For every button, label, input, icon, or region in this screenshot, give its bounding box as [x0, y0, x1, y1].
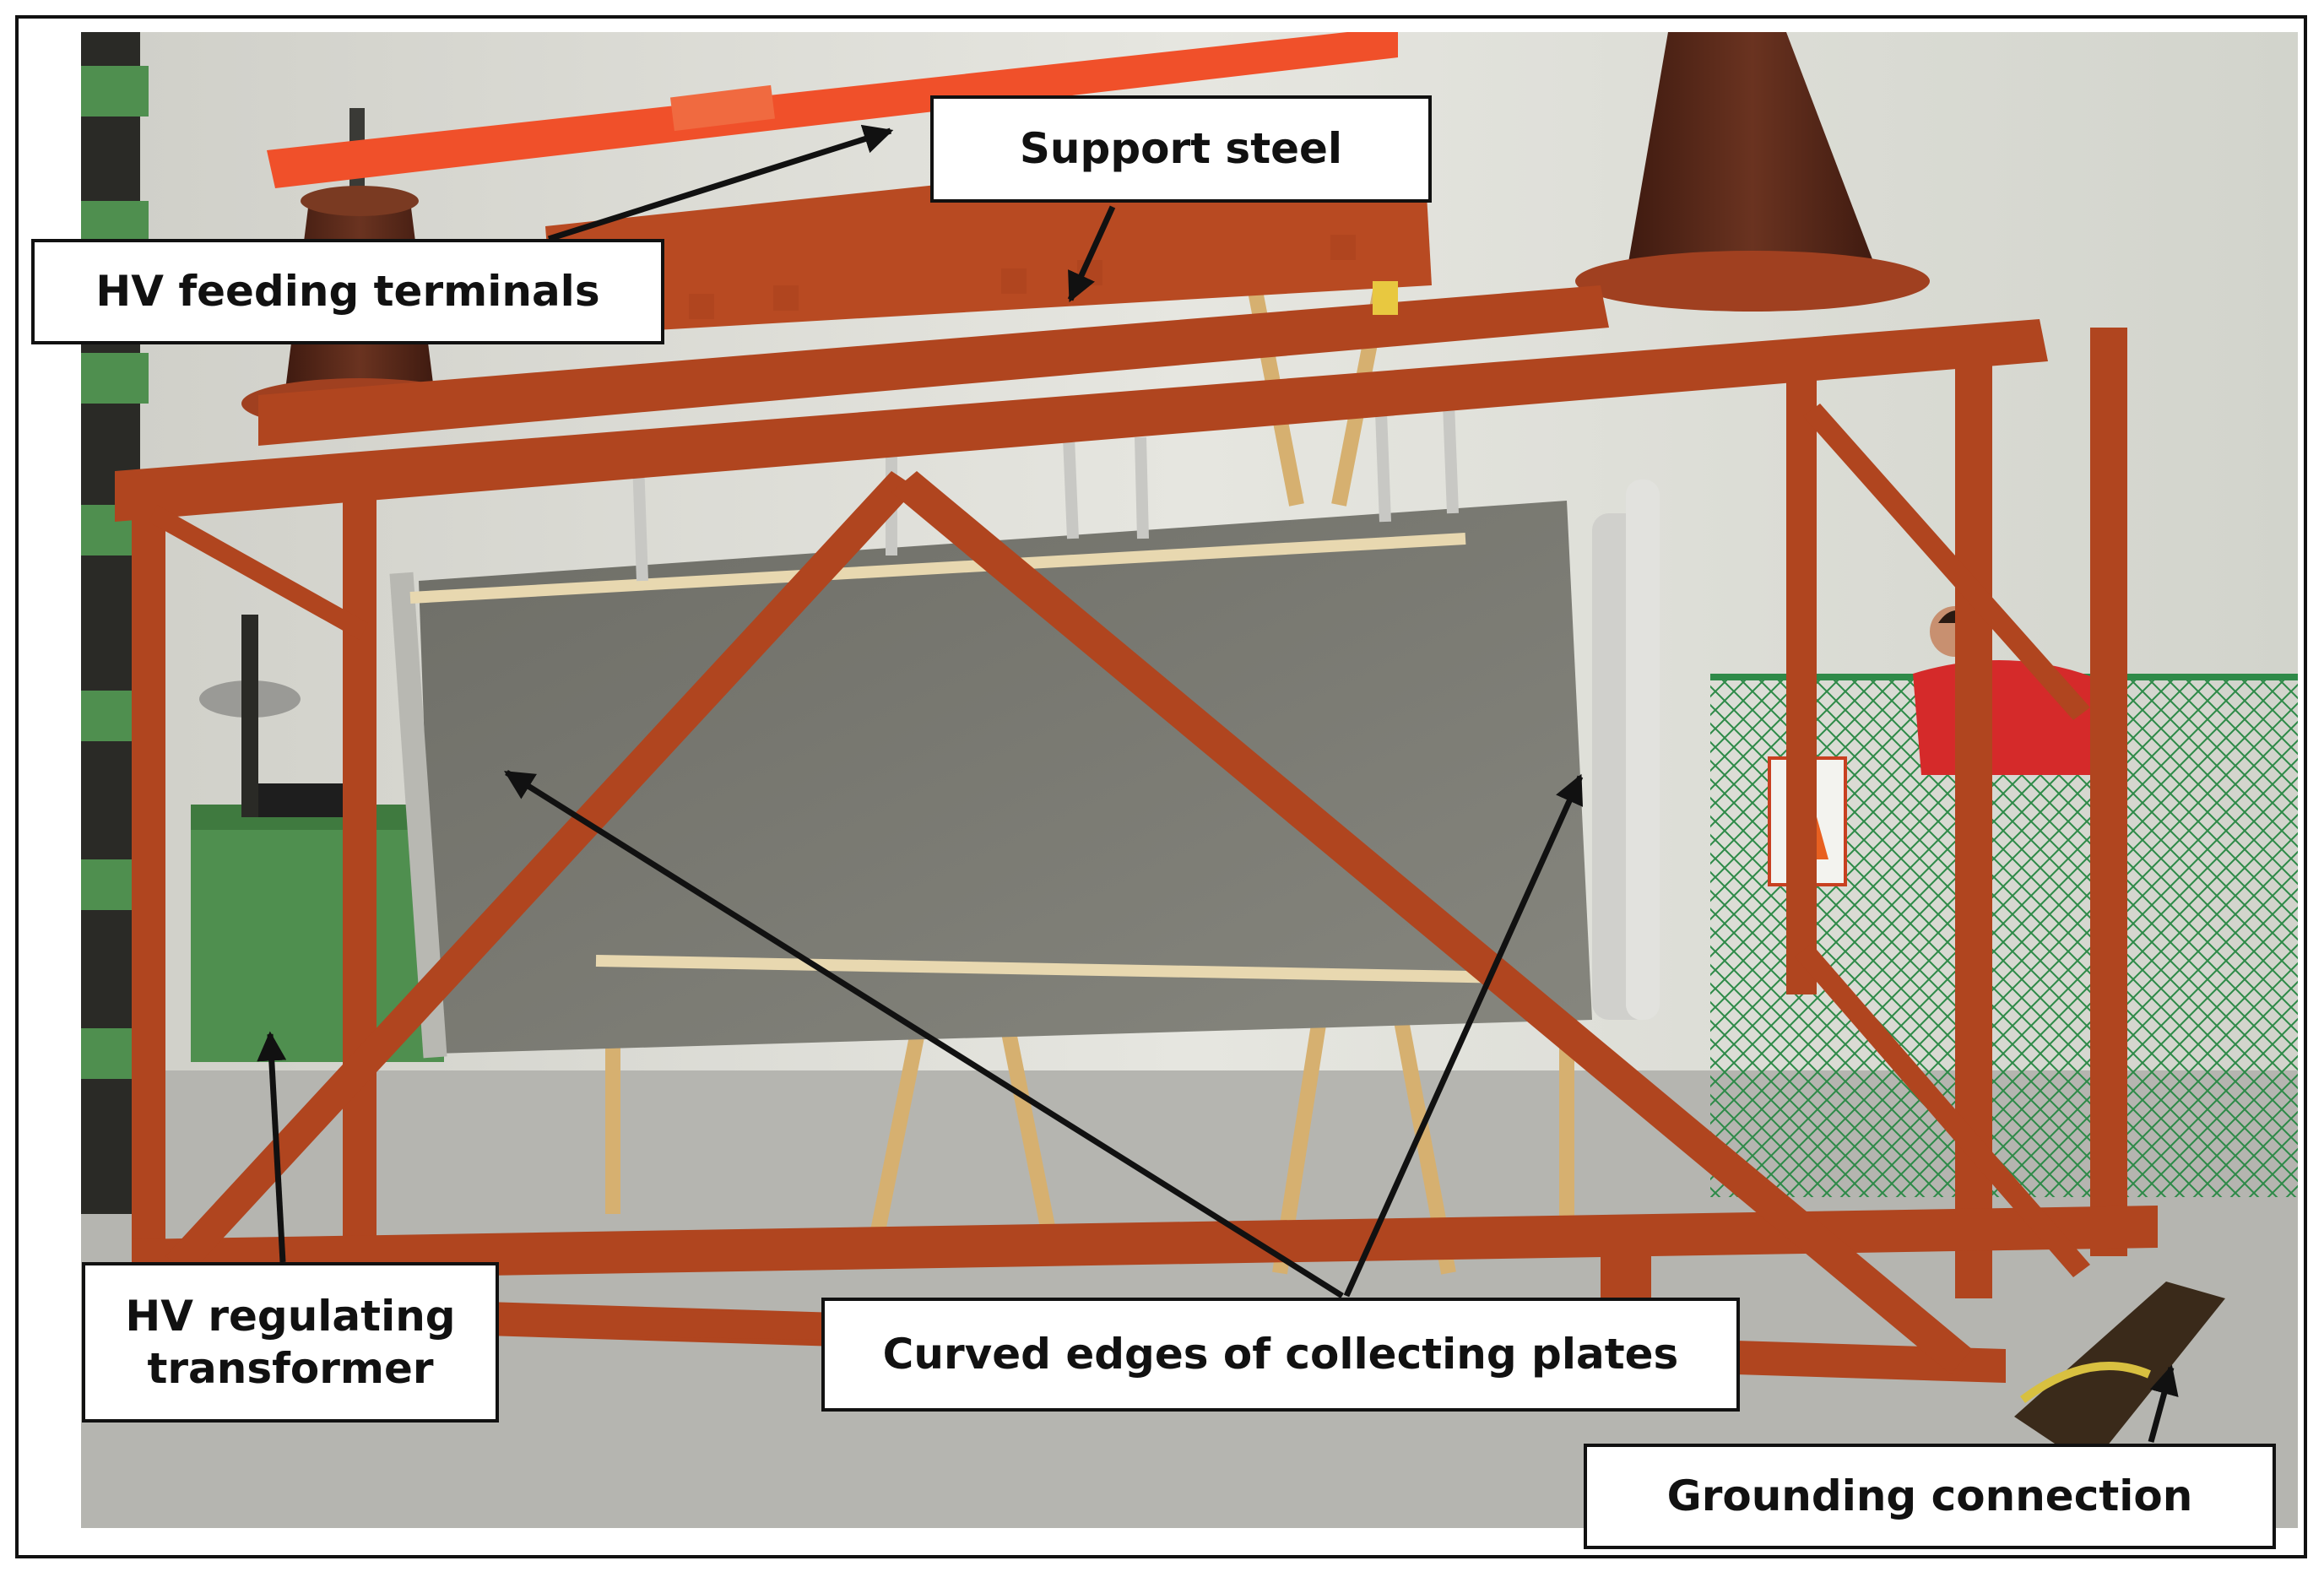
- label-hv-regulating-transformer-line1: HV regulating: [125, 1291, 456, 1341]
- label-hv-feeding-terminals: HV feeding terminals: [31, 239, 664, 344]
- label-hv-regulating-transformer: HV regulating transformer: [82, 1262, 499, 1423]
- figure-border: [15, 15, 2307, 1558]
- label-grounding-connection: Grounding connection: [1584, 1444, 2276, 1549]
- grounding-strap: [2014, 1282, 2225, 1467]
- label-hv-regulating-transformer-line2: transformer: [147, 1344, 434, 1393]
- label-curved-edges-text: Curved edges of collecting plates: [882, 1330, 1679, 1379]
- label-grounding-connection-text: Grounding connection: [1666, 1471, 2193, 1521]
- label-support-steel: Support steel: [930, 95, 1432, 203]
- label-support-steel-text: Support steel: [1019, 124, 1343, 174]
- label-curved-edges: Curved edges of collecting plates: [821, 1298, 1740, 1412]
- hv-regulating-transformer: [191, 615, 444, 1062]
- hv-insulator-right: [1575, 32, 1930, 312]
- label-hv-feeding-terminals-text: HV feeding terminals: [95, 267, 600, 317]
